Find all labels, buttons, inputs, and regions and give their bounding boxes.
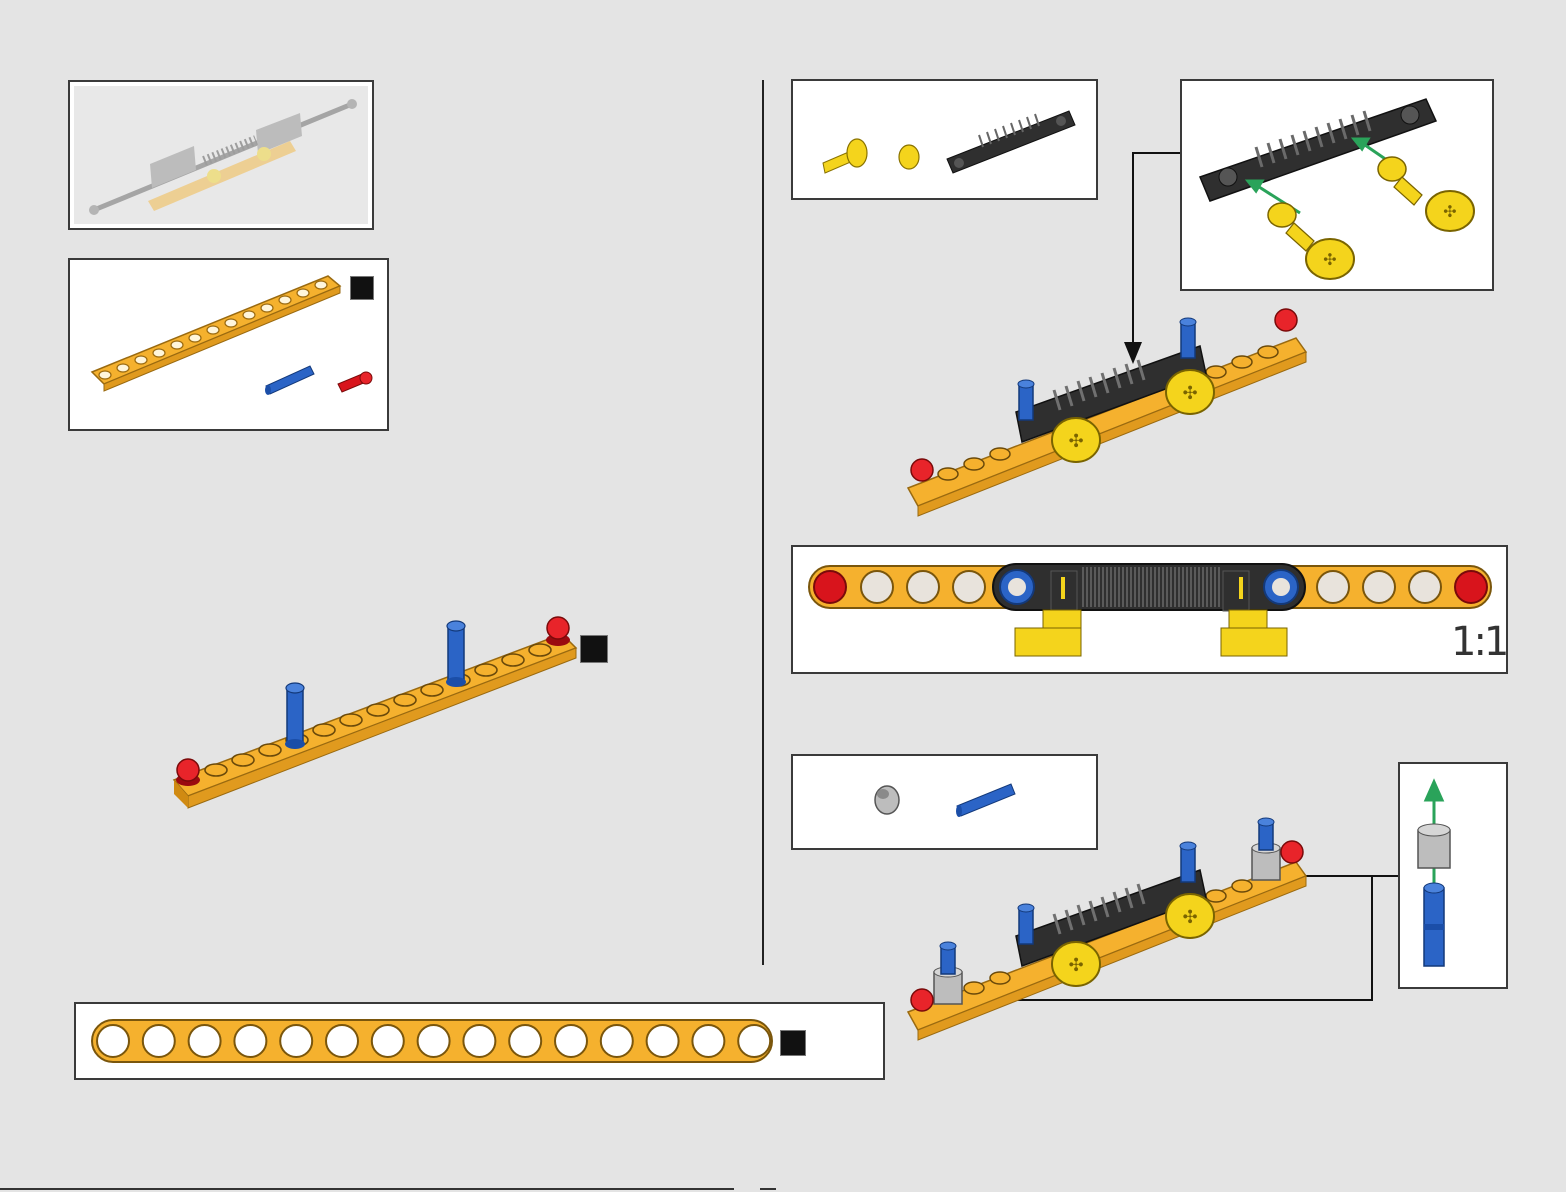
guide-hole [555, 1025, 587, 1057]
guide-hole [372, 1025, 404, 1057]
guide-hole [647, 1025, 679, 1057]
substep-detail-art: ✣ ✣ [1182, 81, 1492, 289]
blue-axle-pin [285, 683, 305, 749]
guide-hole [418, 1025, 450, 1057]
red-ball-pin-icon [338, 372, 372, 392]
substep-detail-box: ✣ ✣ [1180, 79, 1494, 291]
guide-hole [692, 1025, 724, 1057]
parts-callout-1-art [70, 260, 387, 429]
red-ball-pin [911, 459, 933, 481]
guide-hole [509, 1025, 541, 1057]
blue-axle-pin [1018, 380, 1034, 420]
yellow-bush-icon [899, 145, 919, 169]
blue-axle-pin [1424, 883, 1444, 966]
footer-line [0, 1188, 734, 1190]
main-assembly-1 [160, 610, 620, 830]
beam-length-guide-box [74, 1002, 885, 1080]
submodel-preview-box [68, 80, 374, 230]
parts-callout-1 [68, 258, 389, 431]
svg-text:✣: ✣ [1068, 431, 1083, 452]
page-divider [762, 80, 764, 965]
guide-hole [234, 1025, 266, 1057]
grey-bush [1418, 824, 1450, 868]
side-detail-art [1400, 764, 1506, 987]
guide-hole [463, 1025, 495, 1057]
beam-length-guide [76, 1004, 883, 1078]
svg-text:✣: ✣ [1182, 383, 1197, 404]
blue-axle-pin [446, 621, 466, 687]
guide-hole [97, 1025, 129, 1057]
yellow-pin-connector: ✣ [1166, 370, 1214, 414]
blue-axle-pin [1180, 842, 1196, 882]
grey-bush-icon [875, 786, 899, 814]
red-ball-pin [1281, 841, 1303, 863]
svg-text:✣: ✣ [1182, 907, 1197, 928]
scale-box: 1:1 [791, 545, 1508, 674]
guide-holes [97, 1025, 770, 1057]
blue-axle-pin [1180, 318, 1196, 358]
parts-callout-2 [791, 79, 1098, 200]
blue-axle-pin [1258, 818, 1274, 850]
footer-line [760, 1188, 776, 1190]
black-square-marker [580, 635, 608, 663]
side-detail-box [1398, 762, 1508, 989]
guide-hole [601, 1025, 633, 1057]
blue-axle-pin [940, 942, 956, 974]
guide-hole [738, 1025, 770, 1057]
svg-text:✣: ✣ [1323, 250, 1336, 269]
blue-axle-pin [1018, 904, 1034, 944]
scale-box-art [793, 547, 1506, 672]
red-ball-pin [911, 989, 933, 1011]
red-ball-pin [176, 759, 200, 786]
guide-hole [326, 1025, 358, 1057]
yellow-pin-connector: ✣ [1052, 942, 1100, 986]
yellow-pin-connector: ✣ [1166, 894, 1214, 938]
blue-axle-pin-icon [265, 366, 314, 395]
red-ball-pin [546, 617, 570, 646]
scale-label: 1:1 [1451, 619, 1506, 665]
red-ball-pin [1275, 309, 1297, 331]
gear-rack-icon [947, 111, 1075, 173]
yellow-pin-connector: ✣ [1268, 203, 1354, 279]
svg-text:✣: ✣ [1443, 202, 1456, 221]
black-square-marker [780, 1030, 806, 1056]
yellow-pin-connector: ✣ [1052, 418, 1100, 462]
black-square-marker [350, 276, 374, 300]
main-assembly-2: ✣ ✣ [900, 300, 1320, 525]
parts-callout-2-art [793, 81, 1096, 198]
gear-rack-teeth [1083, 567, 1219, 607]
guide-hole [280, 1025, 312, 1057]
submodel-preview [74, 86, 368, 224]
guide-hole [189, 1025, 221, 1057]
svg-text:✣: ✣ [1068, 955, 1083, 976]
main-assembly-3: ✣ ✣ [900, 812, 1320, 1057]
yellow-pin-connector-icon [823, 139, 867, 173]
guide-hole [143, 1025, 175, 1057]
yellow-pin-connector: ✣ [1378, 157, 1474, 231]
submodel-preview-icon [74, 86, 366, 224]
